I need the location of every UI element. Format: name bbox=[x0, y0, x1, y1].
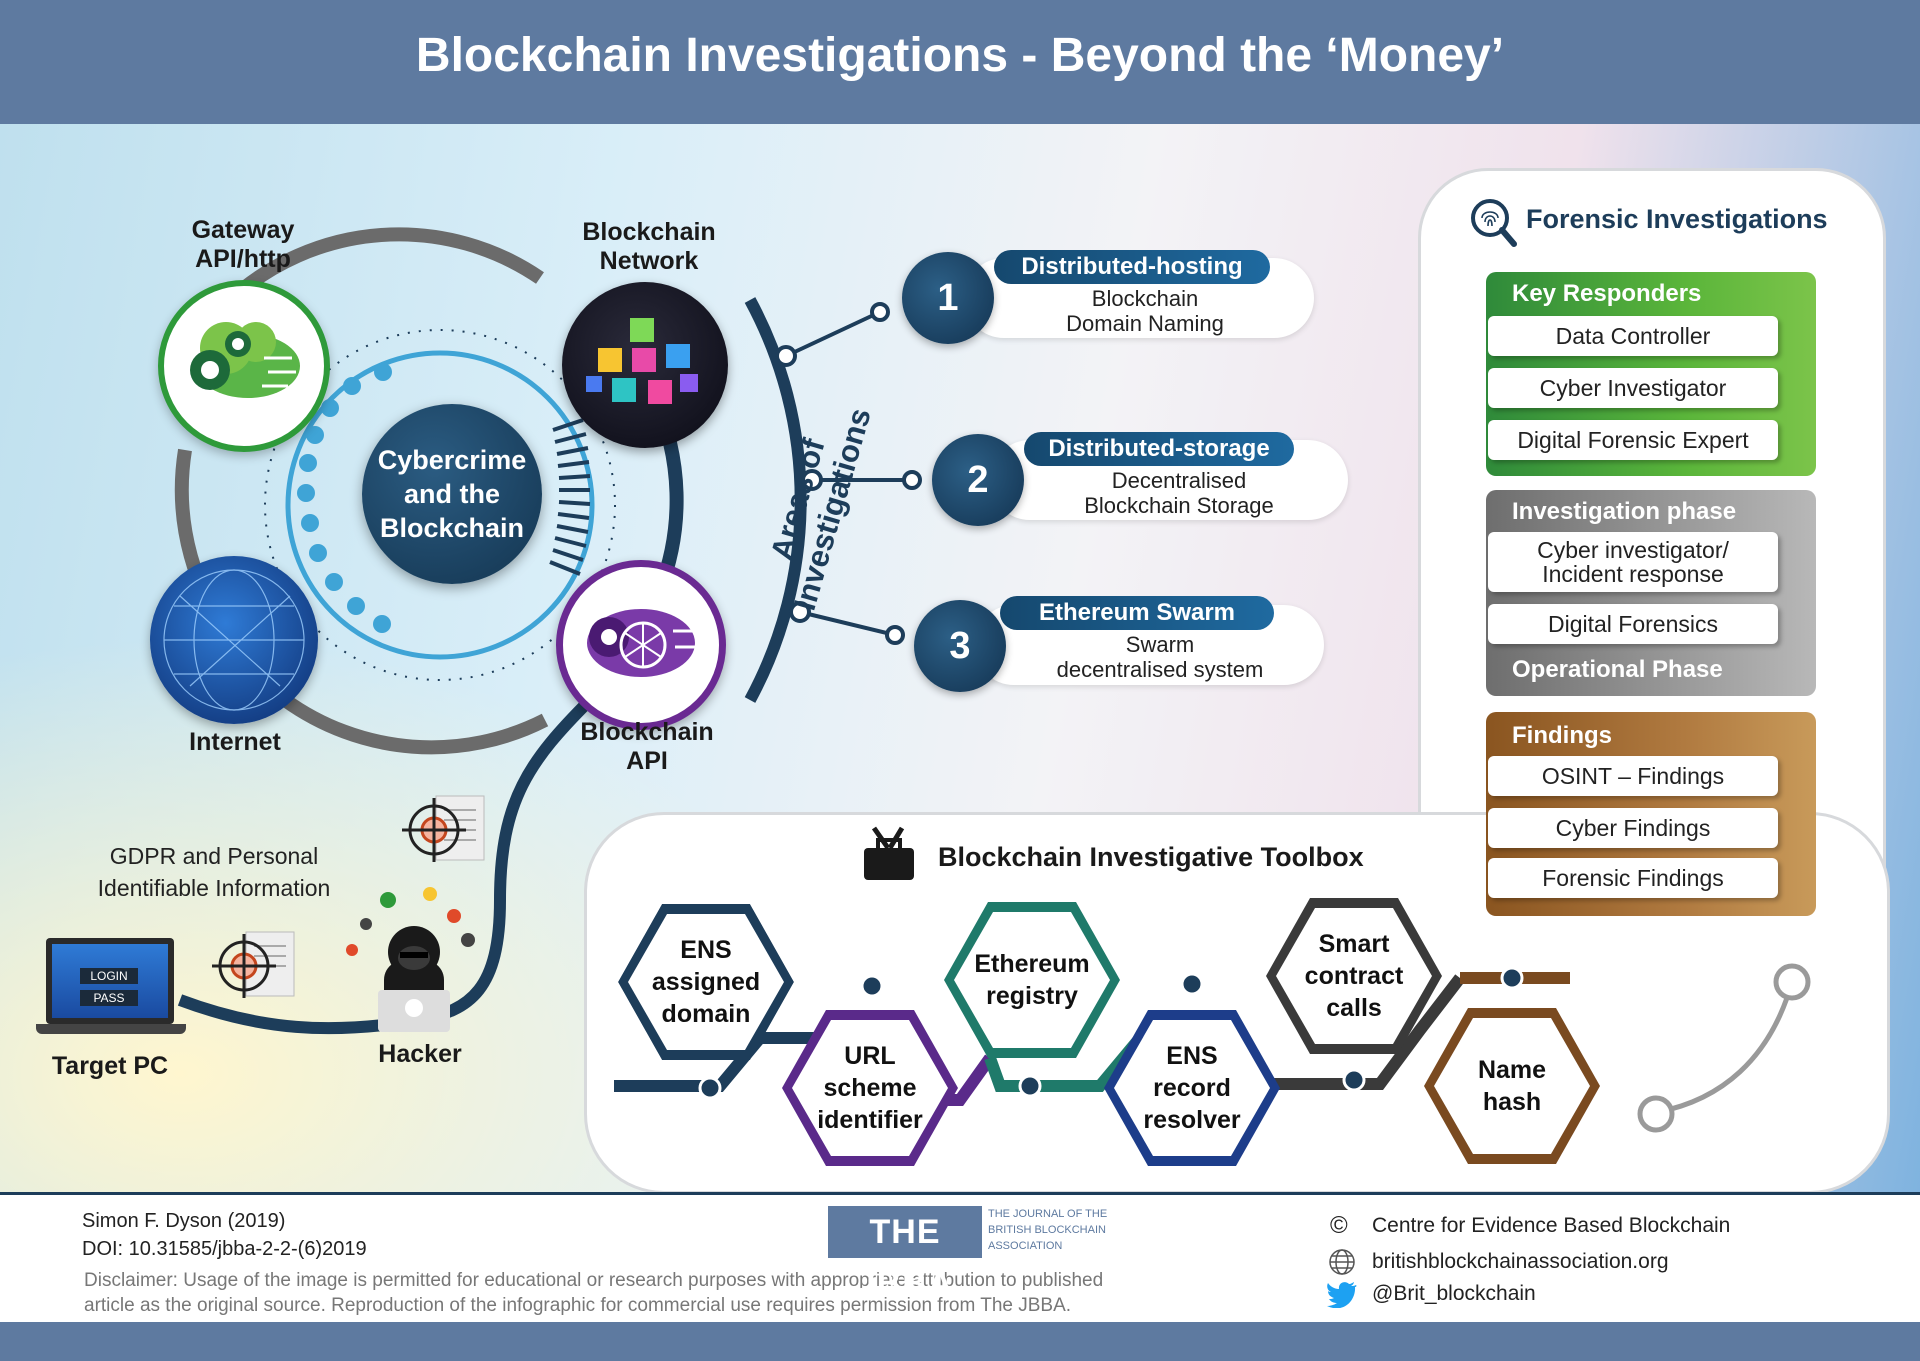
centre-text: Centre for Evidence Based Blockchain bbox=[1372, 1214, 1731, 1237]
responder-item: Cyber Investigator bbox=[1488, 368, 1778, 408]
twitter-handle[interactable]: @Brit_blockchain bbox=[1372, 1282, 1536, 1305]
page-title: Blockchain Investigations - Beyond the ‘… bbox=[415, 29, 1505, 82]
investigation-item: Digital Forensics bbox=[1488, 604, 1778, 644]
findings-item: OSINT – Findings bbox=[1488, 756, 1778, 796]
investigation-heading: Investigation phase bbox=[1512, 498, 1737, 525]
responder-item: Data Controller bbox=[1488, 316, 1778, 356]
area-title-1: Distributed-hosting bbox=[994, 250, 1270, 284]
header-bar bbox=[0, 0, 1920, 124]
toolbox-icon bbox=[862, 826, 916, 882]
findings-group: Findings OSINT – Findings Cyber Findings… bbox=[1486, 712, 1816, 916]
area-title-2: Distributed-storage bbox=[1024, 432, 1294, 466]
responder-item: Digital Forensic Expert bbox=[1488, 420, 1778, 460]
fingerprint-magnifier-icon bbox=[1468, 196, 1518, 248]
toolbox-title: Blockchain Investigative Toolbox bbox=[938, 842, 1364, 872]
target-document-icon bbox=[396, 792, 486, 866]
author-text: Simon F. Dyson (2019) bbox=[82, 1210, 286, 1232]
key-responders-heading: Key Responders bbox=[1512, 280, 1702, 307]
jbba-logo: THE JBBA bbox=[828, 1206, 982, 1303]
hacker-icon bbox=[346, 887, 475, 1032]
website-link[interactable]: britishblockchainassociation.org bbox=[1372, 1250, 1669, 1273]
bottom-bar bbox=[0, 1322, 1920, 1361]
login-field: LOGIN bbox=[80, 968, 138, 984]
doi-text: DOI: 10.31585/jbba-2-2-(6)2019 bbox=[82, 1238, 367, 1260]
api-cloud-icon bbox=[587, 609, 697, 677]
internet-globe bbox=[150, 556, 318, 724]
findings-heading: Findings bbox=[1512, 722, 1612, 749]
area-number-2: 2 bbox=[932, 434, 1024, 526]
globe-icon bbox=[1328, 1248, 1356, 1276]
key-responders-group: Key Responders Data Controller Cyber Inv… bbox=[1486, 272, 1816, 476]
disclaimer-text: Disclaimer: Usage of the image is permit… bbox=[84, 1270, 1104, 1316]
investigation-item: Cyber investigator/Incident response bbox=[1488, 532, 1778, 592]
investigation-group: Investigation phase Cyber investigator/I… bbox=[1486, 490, 1816, 696]
area-title-3: Ethereum Swarm bbox=[1000, 596, 1274, 630]
area-number-3: 3 bbox=[914, 600, 1006, 692]
copyright-icon: © bbox=[1330, 1212, 1348, 1239]
hacker-label: Hacker bbox=[378, 1040, 462, 1068]
target-document-icon bbox=[206, 928, 296, 1002]
gateway-node bbox=[158, 280, 330, 452]
blockchain-network-node bbox=[562, 282, 728, 448]
target-pc-laptop: LOGIN PASS bbox=[36, 938, 186, 1042]
area-number-1: 1 bbox=[902, 252, 994, 344]
cubes-icon bbox=[586, 318, 698, 404]
internet-label: Internet bbox=[189, 728, 281, 756]
findings-item: Cyber Findings bbox=[1488, 808, 1778, 848]
forensic-title: Forensic Investigations bbox=[1526, 204, 1828, 234]
hacker-figure bbox=[334, 880, 494, 1040]
operational-phase-label: Operational Phase bbox=[1512, 656, 1723, 683]
findings-item: Forensic Findings bbox=[1488, 858, 1778, 898]
twitter-icon bbox=[1326, 1280, 1358, 1309]
cybercrime-center: Cybercrime and the Blockchain bbox=[362, 404, 542, 584]
globe-network-icon bbox=[163, 569, 305, 711]
gateway-cloud-icon bbox=[190, 322, 300, 398]
target-pc-label: Target PC bbox=[51, 1052, 169, 1080]
blockchain-api-node bbox=[556, 560, 726, 730]
pass-field: PASS bbox=[80, 990, 138, 1006]
